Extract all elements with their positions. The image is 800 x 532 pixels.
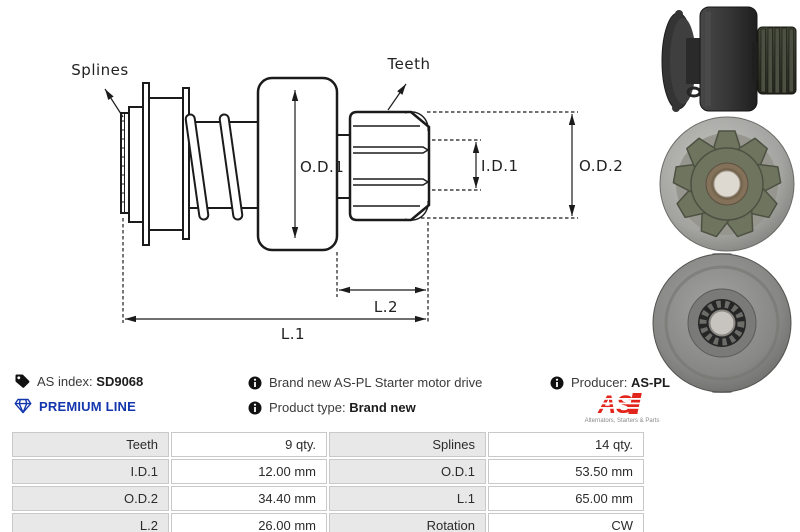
spec-table: Teeth 9 qty. Splines 14 qty. I.D.1 12.00…	[10, 430, 646, 532]
splines-label: Splines	[71, 61, 128, 79]
as-index-value: SD9068	[96, 373, 144, 389]
technical-drawing: Splines Teeth O.D.1 I.D.1 O.D.2 L.2 L.1	[71, 55, 623, 343]
spec-label: I.D.1	[12, 459, 169, 484]
spec-label: Teeth	[12, 432, 169, 457]
producer-value: AS-PL	[631, 375, 670, 390]
spec-value: 12.00 mm	[171, 459, 327, 484]
premium-line-label: PREMIUM LINE	[39, 398, 137, 414]
tag-icon	[15, 374, 30, 388]
internal-splines	[699, 300, 745, 346]
spec-label: L.1	[329, 486, 486, 511]
id1-label: I.D.1	[481, 157, 519, 175]
spec-value: 9 qty.	[171, 432, 327, 457]
spec-row: Teeth 9 qty. Splines 14 qty.	[12, 432, 644, 457]
spec-value: 34.40 mm	[171, 486, 327, 511]
l2-label: L.2	[374, 298, 398, 316]
logo-tagline: Alternators, Starters & Parts	[585, 418, 660, 424]
spec-row: I.D.1 12.00 mm O.D.1 53.50 mm	[12, 459, 644, 484]
producer-item: Producer: AS-PL	[550, 375, 670, 390]
spec-value: 26.00 mm	[171, 513, 327, 532]
spring	[184, 113, 244, 221]
spec-label: O.D.1	[329, 459, 486, 484]
barrel	[148, 97, 184, 231]
diamond-icon	[14, 398, 32, 414]
od1-label: O.D.1	[300, 158, 344, 176]
spec-label: Rotation	[329, 513, 486, 532]
spec-row: L.2 26.00 mm Rotation CW	[12, 513, 644, 532]
l1-label: L.1	[281, 325, 305, 343]
flange-2	[182, 87, 190, 240]
product-photo-side-view	[661, 6, 797, 112]
info-icon	[248, 401, 262, 414]
collar	[128, 106, 144, 223]
logo-as-text: AS	[597, 392, 633, 419]
premium-line-item: PREMIUM LINE	[14, 398, 136, 414]
od2-label: O.D.2	[579, 157, 623, 175]
product-photo-front-view	[659, 116, 795, 252]
spec-value: 65.00 mm	[488, 486, 644, 511]
spec-row: O.D.2 34.40 mm L.1 65.00 mm	[12, 486, 644, 511]
spec-value: 53.50 mm	[488, 459, 644, 484]
producer-text: Producer: AS-PL	[571, 375, 670, 390]
spec-label: L.2	[12, 513, 169, 532]
description-item: Brand new AS-PL Starter motor drive	[248, 375, 482, 390]
info-icon	[248, 376, 262, 389]
teeth-label: Teeth	[387, 55, 431, 73]
as-pl-logo: AS Alternators, Starters & Parts	[584, 391, 660, 429]
spec-label: O.D.2	[12, 486, 169, 511]
product-type-value: Brand new	[349, 400, 416, 415]
splines-leader	[104, 88, 124, 118]
pinion-gear	[348, 110, 431, 222]
as-index-item: AS index: SD9068	[14, 373, 143, 389]
info-icon	[550, 376, 564, 389]
teeth-leader	[387, 83, 407, 111]
as-index-text: AS index: SD9068	[37, 373, 144, 389]
description-text: Brand new AS-PL Starter motor drive	[269, 375, 483, 390]
spec-label: Splines	[329, 432, 486, 457]
spec-value: 14 qty.	[488, 432, 644, 457]
product-type-text: Product type: Brand new	[269, 400, 416, 415]
product-type-item: Product type: Brand new	[248, 400, 416, 415]
product-photo-rear-view	[652, 253, 792, 393]
splined-shaft	[120, 112, 130, 214]
spec-value: CW	[488, 513, 644, 532]
